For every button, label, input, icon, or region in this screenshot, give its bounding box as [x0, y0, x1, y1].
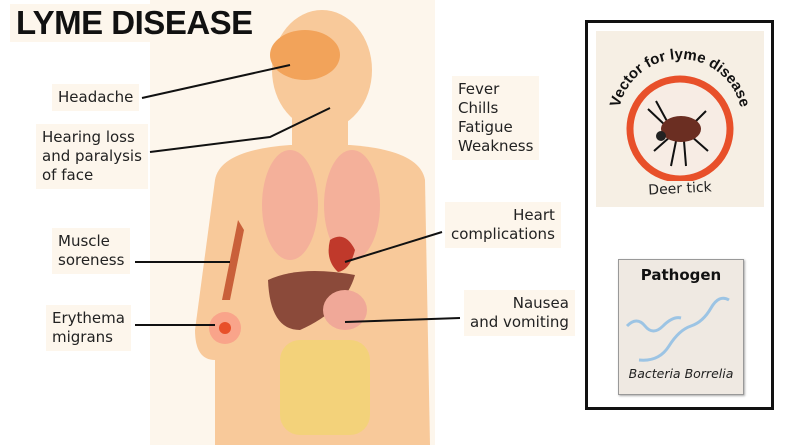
vector-card: Vector for lyme disease Deer tick — [596, 31, 764, 207]
pathogen-title: Pathogen — [640, 266, 722, 284]
pathogen-card: Pathogen Bacteria Borrelia — [618, 259, 744, 395]
label-line: soreness — [58, 251, 125, 269]
intestines — [280, 340, 370, 435]
label-line: Nausea — [512, 294, 569, 312]
label-line: Fever — [458, 80, 500, 98]
brain-icon — [270, 30, 340, 80]
label-headache: Headache — [52, 84, 140, 111]
label-line: Erythema — [52, 309, 125, 327]
pathogen-name: Bacteria Borrelia — [628, 366, 734, 381]
label-hearing-loss: Hearing loss and paralysis of face — [36, 124, 148, 189]
label-general-symptoms: Fever Chills Fatigue Weakness — [452, 76, 540, 160]
label-line: and vomiting — [470, 313, 569, 331]
heart-icon — [328, 236, 355, 272]
label-erythema: Erythema migrans — [46, 305, 131, 351]
label-line: Muscle — [58, 232, 110, 250]
lungs — [262, 150, 380, 260]
tick-badge: Vector for lyme disease — [607, 46, 753, 181]
rash-icon — [209, 312, 241, 344]
page-title: LYME DISEASE — [10, 4, 259, 42]
tick-icon — [647, 100, 709, 167]
pointer-lines — [135, 64, 461, 326]
label-line: of face — [42, 166, 94, 184]
liver — [268, 271, 355, 330]
bacteria-icon — [625, 296, 730, 362]
label-line: Fatigue — [458, 118, 513, 136]
label-line: Hearing loss — [42, 128, 135, 146]
label-line: Chills — [458, 99, 499, 117]
label-nausea: Nausea and vomiting — [464, 290, 575, 336]
label-line: Weakness — [458, 137, 534, 155]
info-panel: Vector for lyme disease Deer tick Pathog… — [585, 20, 774, 410]
stomach — [323, 290, 367, 330]
label-line: migrans — [52, 328, 113, 346]
label-heart: Heart complications — [445, 202, 561, 248]
label-line: and paralysis — [42, 147, 142, 165]
muscle-icon — [222, 220, 244, 300]
label-line: Heart — [513, 206, 555, 224]
label-muscle: Muscle soreness — [52, 228, 131, 274]
label-line: complications — [451, 225, 555, 243]
